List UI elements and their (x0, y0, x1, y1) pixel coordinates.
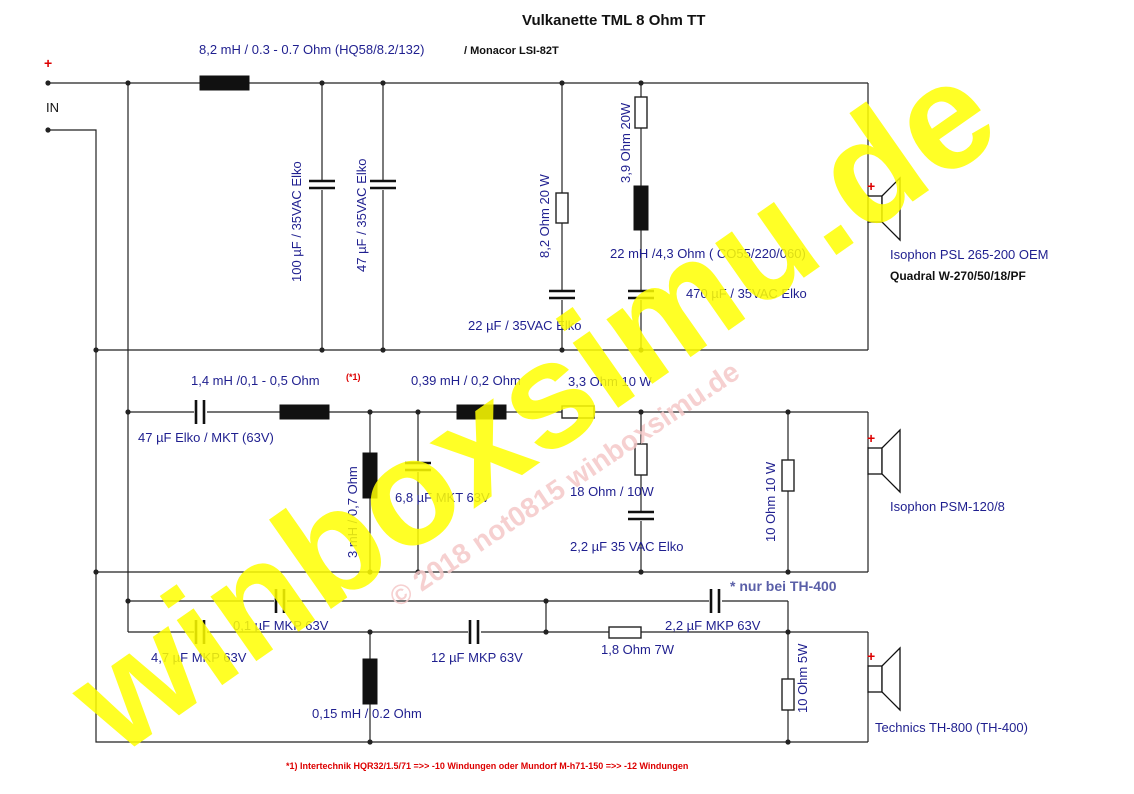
speaker-icon-tweeter (867, 646, 901, 712)
junction-dots (45, 80, 791, 745)
label-tw-cap-a: 0,1 µF MKP 63V (233, 618, 329, 633)
label-mid-cap3: 2,2 µF 35 VAC Elko (570, 539, 683, 554)
capacitor-tw-12u (468, 619, 481, 647)
label-mid-res3: 10 Ohm 10 W (763, 461, 778, 542)
label-mid-ind2: 0,39 mH / 0,2 Ohm (411, 373, 521, 388)
label-bass-cap2: 47 µF / 35VAC Elko (354, 159, 369, 272)
label-bass-cap1: 100 µF / 35VAC Elko (289, 161, 304, 282)
inductor-bass-main (199, 75, 250, 91)
label-tw-ind1: 0,15 mH / 0.2 Ohm (312, 706, 422, 721)
label-bass-driver: Isophon PSL 265-200 OEM (890, 247, 1049, 262)
label-mid-cap2: 6,8 µF MKT 63V (395, 490, 490, 505)
capacitor-tw-0u1 (274, 588, 287, 616)
mid-driver-plus: + (867, 430, 875, 446)
label-tw-res2: 10 Ohm 5W (795, 643, 810, 713)
capacitor-mid-2u2 (627, 510, 655, 521)
resistor-bass-3r9 (634, 96, 648, 129)
label-bass-res2: 3,9 Ohm 20W (618, 102, 633, 183)
label-bass-res1: 8,2 Ohm 20 W (537, 173, 552, 258)
input-label: IN (46, 100, 59, 115)
label-bass-inductor-model: / Monacor LSI-82T (464, 45, 559, 57)
speaker-icon-bass (867, 176, 901, 242)
inductor-mid-1mh4 (279, 404, 330, 420)
label-tw-cap-b: 2,2 µF MKP 63V (665, 618, 761, 633)
label-tw-res1: 1,8 Ohm 7W (601, 642, 675, 657)
inductor-mid-0mh39 (456, 404, 507, 420)
wiring (48, 82, 869, 743)
inductor-tw-0mh15 (362, 658, 378, 705)
capacitor-bass-47uf (369, 179, 397, 190)
label-mid-ind1: 1,4 mH /0,1 - 0,5 Ohm (191, 373, 320, 388)
capacitor-tw-2u2 (709, 588, 722, 616)
label-bass-driver-alt: Quadral W-270/50/18/PF (890, 269, 1026, 283)
footnote: *1) Intertechnik HQR32/1.5/71 =>> -10 Wi… (286, 761, 688, 771)
label-tweeter-driver: Technics TH-800 (TH-400) (875, 720, 1028, 735)
label-bass-inductor: 8,2 mH / 0.3 - 0.7 Ohm (HQ58/8.2/132) (199, 42, 424, 57)
diagram-title: Vulkanette TML 8 Ohm TT (522, 12, 705, 29)
resistor-mid-3r3 (561, 405, 595, 419)
label-mid-driver: Isophon PSM-120/8 (890, 499, 1005, 514)
speaker-icon-mid (867, 428, 901, 494)
resistor-tw-1r8 (608, 626, 642, 639)
capacitor-bass-470uf (627, 289, 655, 300)
bass-driver-plus: + (867, 178, 875, 194)
label-mid-ind1-note: (*1) (346, 372, 361, 382)
label-mid-cap1: 47 µF Elko / MKT (63V) (138, 430, 274, 445)
resistor-bass-8r2 (555, 192, 569, 224)
capacitor-tw-4u7 (194, 619, 207, 647)
input-plus-sign: + (44, 55, 52, 71)
label-mid-res1: 3,3 Ohm 10 W (568, 374, 653, 389)
capacitor-bass-100uf (308, 179, 336, 190)
label-tw-cap2: 12 µF MKP 63V (431, 650, 523, 665)
label-mid-ind3: 3 mH / 0,7 Ohm (345, 466, 360, 558)
inductor-mid-3mh (362, 452, 378, 499)
resistor-mid-10r (781, 459, 795, 492)
label-bass-cap4: 470 µF / 35VAC Elko (686, 286, 807, 301)
label-tw-cap1: 4,7 µF MKP 63V (151, 650, 247, 665)
label-bass-cap3: 22 µF / 35VAC Elko (468, 318, 581, 333)
capacitor-mid-47uf (194, 399, 207, 427)
label-tweeter-note: * nur bei TH-400 (730, 578, 837, 594)
resistor-tw-10r (781, 678, 795, 711)
resistor-mid-18r (634, 443, 648, 476)
tweeter-driver-plus: + (867, 648, 875, 664)
capacitor-bass-22uf (548, 289, 576, 300)
capacitor-mid-6u8 (404, 461, 432, 472)
label-mid-res2: 18 Ohm / 10W (570, 484, 655, 499)
label-bass-ind2: 22 mH /4,3 Ohm ( CO55/220/060) (610, 246, 806, 261)
inductor-bass-22mh (633, 185, 649, 231)
